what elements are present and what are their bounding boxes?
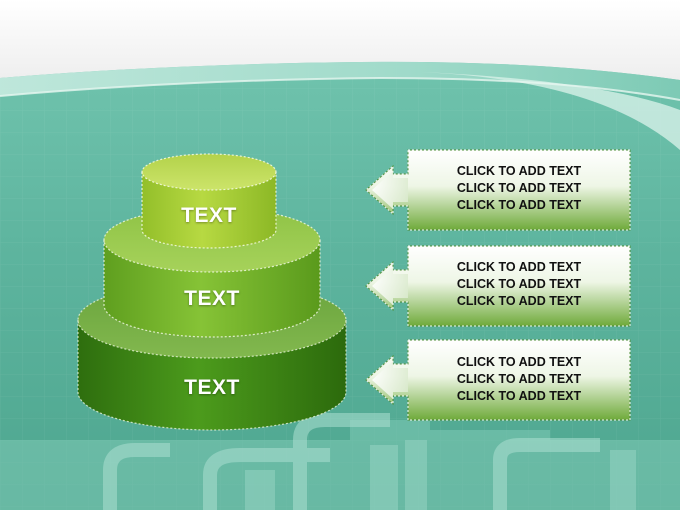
- tier-top: [141, 153, 277, 249]
- callout-text-2[interactable]: CLICK TO ADD TEXT CLICK TO ADD TEXT CLIC…: [410, 259, 628, 310]
- callout-text-3[interactable]: CLICK TO ADD TEXT CLICK TO ADD TEXT CLIC…: [410, 354, 628, 405]
- callout-text-1[interactable]: CLICK TO ADD TEXT CLICK TO ADD TEXT CLIC…: [410, 163, 628, 214]
- tier-middle-label[interactable]: TEXT: [184, 287, 240, 310]
- callout-line: CLICK TO ADD TEXT: [456, 294, 582, 308]
- callout-line: CLICK TO ADD TEXT: [456, 181, 582, 195]
- callout-line: CLICK TO ADD TEXT: [456, 355, 582, 369]
- callout-box-1[interactable]: [365, 149, 631, 231]
- left-arrow-icon: [372, 171, 408, 209]
- callout-line: CLICK TO ADD TEXT: [456, 389, 582, 403]
- callout-box-3[interactable]: [365, 339, 631, 421]
- callout-line: CLICK TO ADD TEXT: [456, 198, 582, 212]
- tier-bottom-label[interactable]: TEXT: [184, 376, 240, 399]
- callout-line: CLICK TO ADD TEXT: [456, 260, 582, 274]
- callout-box-2[interactable]: [365, 245, 631, 327]
- callout-line: CLICK TO ADD TEXT: [456, 164, 582, 178]
- tier-top-label[interactable]: TEXT: [181, 204, 237, 227]
- left-arrow-icon: [372, 267, 408, 305]
- callout-line: CLICK TO ADD TEXT: [456, 372, 582, 386]
- left-arrow-icon: [372, 361, 408, 399]
- stacked-cylinder-diagram: [77, 153, 347, 431]
- callout-line: CLICK TO ADD TEXT: [456, 277, 582, 291]
